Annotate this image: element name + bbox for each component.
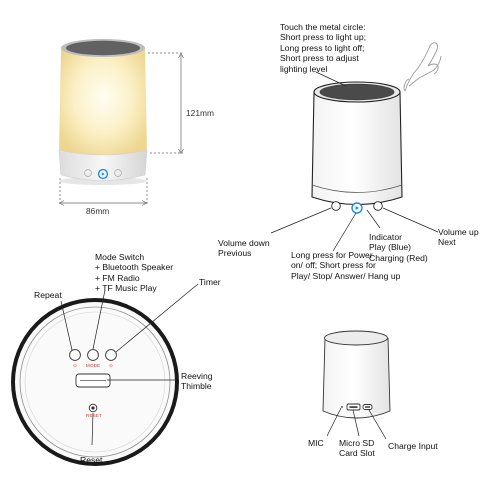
power-line: Long press for Power xyxy=(291,250,373,260)
height-dimension xyxy=(148,52,184,155)
volume-down-line: Volume down xyxy=(218,238,270,248)
mode-button-mark: MODE xyxy=(86,363,101,368)
volume-down-label: Volume down Previous xyxy=(218,238,270,259)
indicator-label: Indicator Play (Blue) Charging (Red) xyxy=(369,232,428,263)
touch-line: Short press to adjust xyxy=(280,53,359,64)
micro-sd-label: Micro SD Card Slot xyxy=(339,438,375,459)
reeving-line: Thimble xyxy=(181,381,212,392)
mode-switch-label: Mode Switch + Bluetooth Speaker + FM Rad… xyxy=(95,252,173,294)
speaker-back-view xyxy=(322,330,391,419)
mode-switch-line: + TF Music Play xyxy=(95,283,157,294)
svg-text:⊙: ⊙ xyxy=(73,363,77,368)
width-label: 86mm xyxy=(86,206,110,216)
control-leader-lines xyxy=(270,71,439,252)
reset-button-mark: RESET xyxy=(86,413,103,418)
indicator-line: Charging (Red) xyxy=(369,252,428,263)
reeving-thimble-label: Reeving Thimble xyxy=(181,371,213,392)
mode-switch-line: + FM Radio xyxy=(95,272,140,283)
mode-switch-line: Mode Switch xyxy=(95,252,145,262)
power-label: Long press for Power on/ off; Short pres… xyxy=(291,250,400,281)
mode-switch-line: + Bluetooth Speaker xyxy=(95,262,174,273)
reeving-line: Reeving xyxy=(181,371,213,381)
power-line: on/ off; Short press for xyxy=(291,260,376,271)
repeat-label: Repeat xyxy=(34,290,62,300)
indicator-line: Play (Blue) xyxy=(369,242,412,253)
micro-sd-line: Card Slot xyxy=(339,448,375,459)
lamp-photo xyxy=(58,39,148,185)
touch-instructions: Touch the metal circle: Short press to l… xyxy=(280,22,366,74)
timer-label: Timer xyxy=(199,277,221,287)
touch-line: Long press to light off; xyxy=(280,42,365,53)
reset-label: Reset xyxy=(80,455,103,465)
height-label: 121mm xyxy=(186,108,214,118)
svg-text:⊙: ⊙ xyxy=(109,363,113,368)
width-dimension xyxy=(58,178,148,206)
indicator-line: Indicator xyxy=(369,232,402,242)
volume-down-line: Previous xyxy=(218,248,252,259)
touch-line: lighting level xyxy=(280,63,328,74)
micro-sd-line: Micro SD xyxy=(339,438,375,448)
charge-input-label: Charge Input xyxy=(388,441,438,451)
finger-illustration xyxy=(403,42,442,92)
speaker-line-drawing xyxy=(311,81,403,214)
port-leader-lines xyxy=(326,407,387,440)
power-line: Play/ Stop/ Answer/ Hang up xyxy=(291,270,401,281)
speaker-bottom-view: ⊙ ⊙ xyxy=(11,298,179,466)
volume-up-line: Next xyxy=(438,237,456,248)
touch-line: Short press to light up; xyxy=(280,32,366,43)
volume-up-label: Volume up Next xyxy=(438,227,479,248)
touch-line: Touch the metal circle: xyxy=(280,22,366,32)
bottom-leader-lines xyxy=(60,283,199,446)
mic-label: MIC xyxy=(308,438,324,448)
volume-up-line: Volume up xyxy=(438,227,479,237)
